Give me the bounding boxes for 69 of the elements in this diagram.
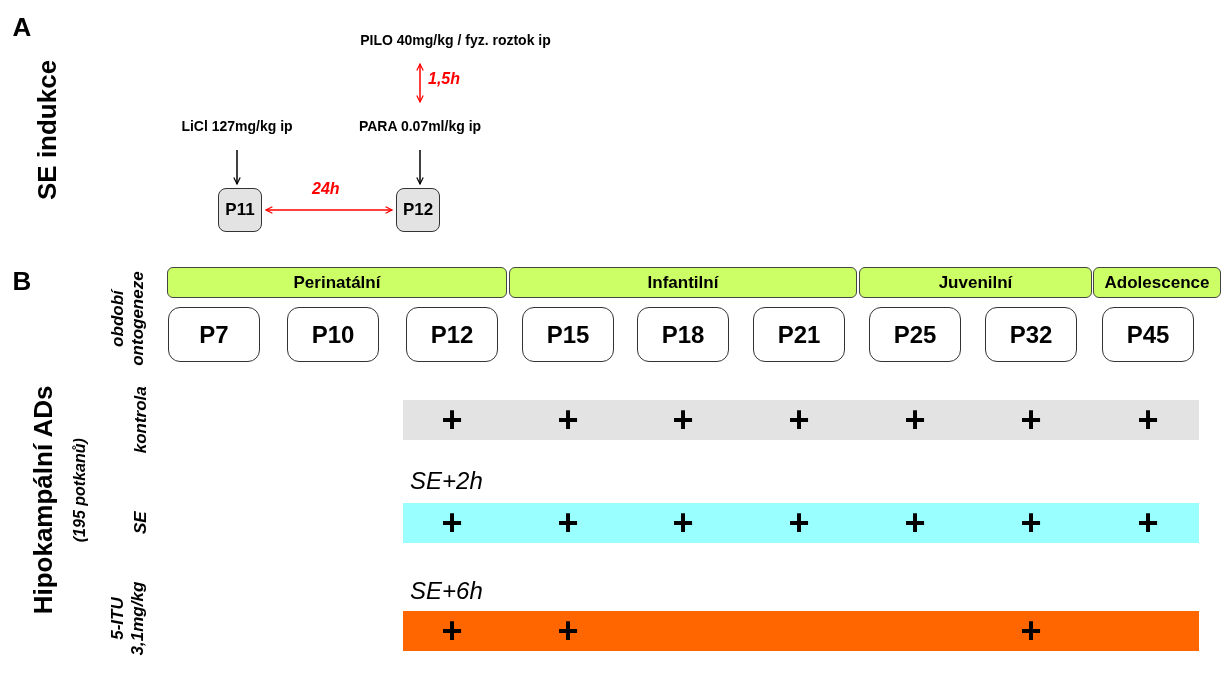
day-box [985, 307, 1077, 362]
panel-letter: B [12, 267, 32, 297]
plus-mark: + [440, 505, 464, 541]
day-box [637, 307, 729, 362]
arrow [233, 149, 241, 185]
edge-label: 1,5h [428, 70, 460, 88]
plus-mark: + [1019, 613, 1043, 649]
plus-mark: + [671, 505, 695, 541]
row-label: 5-ITU 3,1mg/kg [108, 580, 148, 658]
dose-label: PILO 40mg/kg / fyz. roztok ip [348, 20, 563, 60]
box-text: P21 [777, 320, 821, 349]
day-box [396, 188, 440, 232]
box-text: Infantilní [647, 272, 719, 293]
plus-mark: + [787, 505, 811, 541]
day-box [869, 307, 961, 362]
box-text: P18 [661, 320, 705, 349]
plus-mark: + [671, 402, 695, 438]
row-label: období ontogeneze [108, 269, 148, 368]
time-label: SE+6h [410, 577, 483, 605]
period-band [509, 267, 857, 298]
itu-row-bar [403, 611, 1199, 651]
time-label: SE+2h [410, 467, 483, 495]
box-text: P11 [225, 200, 255, 220]
plus-mark: + [556, 505, 580, 541]
day-box [406, 307, 498, 362]
box-text: P7 [199, 320, 229, 349]
day-box [522, 307, 614, 362]
box-text: Adolescence [1104, 272, 1210, 293]
box-text: P12 [430, 320, 474, 349]
se-row-bar [403, 503, 1199, 543]
day-box [218, 188, 262, 232]
plus-mark: + [787, 402, 811, 438]
section-title: SE indukce [33, 59, 63, 200]
plus-mark: + [440, 402, 464, 438]
box-text: P25 [893, 320, 937, 349]
sample-size-note: (195 potkanů) [70, 438, 89, 543]
plus-mark: + [903, 505, 927, 541]
plus-mark: + [1019, 505, 1043, 541]
plus-mark: + [1136, 505, 1160, 541]
period-band [167, 267, 507, 298]
box-text: P12 [402, 200, 434, 220]
plus-mark: + [556, 613, 580, 649]
arrow [265, 206, 393, 214]
control-row-bar [403, 400, 1199, 440]
arrow [416, 149, 424, 185]
box-text: Perinatální [293, 272, 381, 293]
box-text: P15 [546, 320, 590, 349]
box-text: Juvenilní [938, 272, 1013, 293]
arrow [416, 63, 424, 103]
box-text: P45 [1126, 320, 1170, 349]
box-text: P10 [311, 320, 355, 349]
plus-mark: + [556, 402, 580, 438]
period-band [1093, 267, 1221, 298]
dose-label: PARA 0.07ml/kg ip [355, 106, 485, 146]
day-box [168, 307, 260, 362]
plus-mark: + [903, 402, 927, 438]
day-box [1102, 307, 1194, 362]
box-text: P32 [1009, 320, 1053, 349]
plus-mark: + [1136, 402, 1160, 438]
row-label: kontrola [130, 386, 150, 454]
row-label: SE [130, 511, 150, 535]
day-box [287, 307, 379, 362]
panel-letter: A [12, 13, 32, 43]
period-band [859, 267, 1092, 298]
day-box [753, 307, 845, 362]
plus-mark: + [1019, 402, 1043, 438]
section-title: Hipokampální ADs [28, 385, 59, 615]
plus-mark: + [440, 613, 464, 649]
dose-label: LiCl 127mg/kg ip [177, 106, 297, 146]
